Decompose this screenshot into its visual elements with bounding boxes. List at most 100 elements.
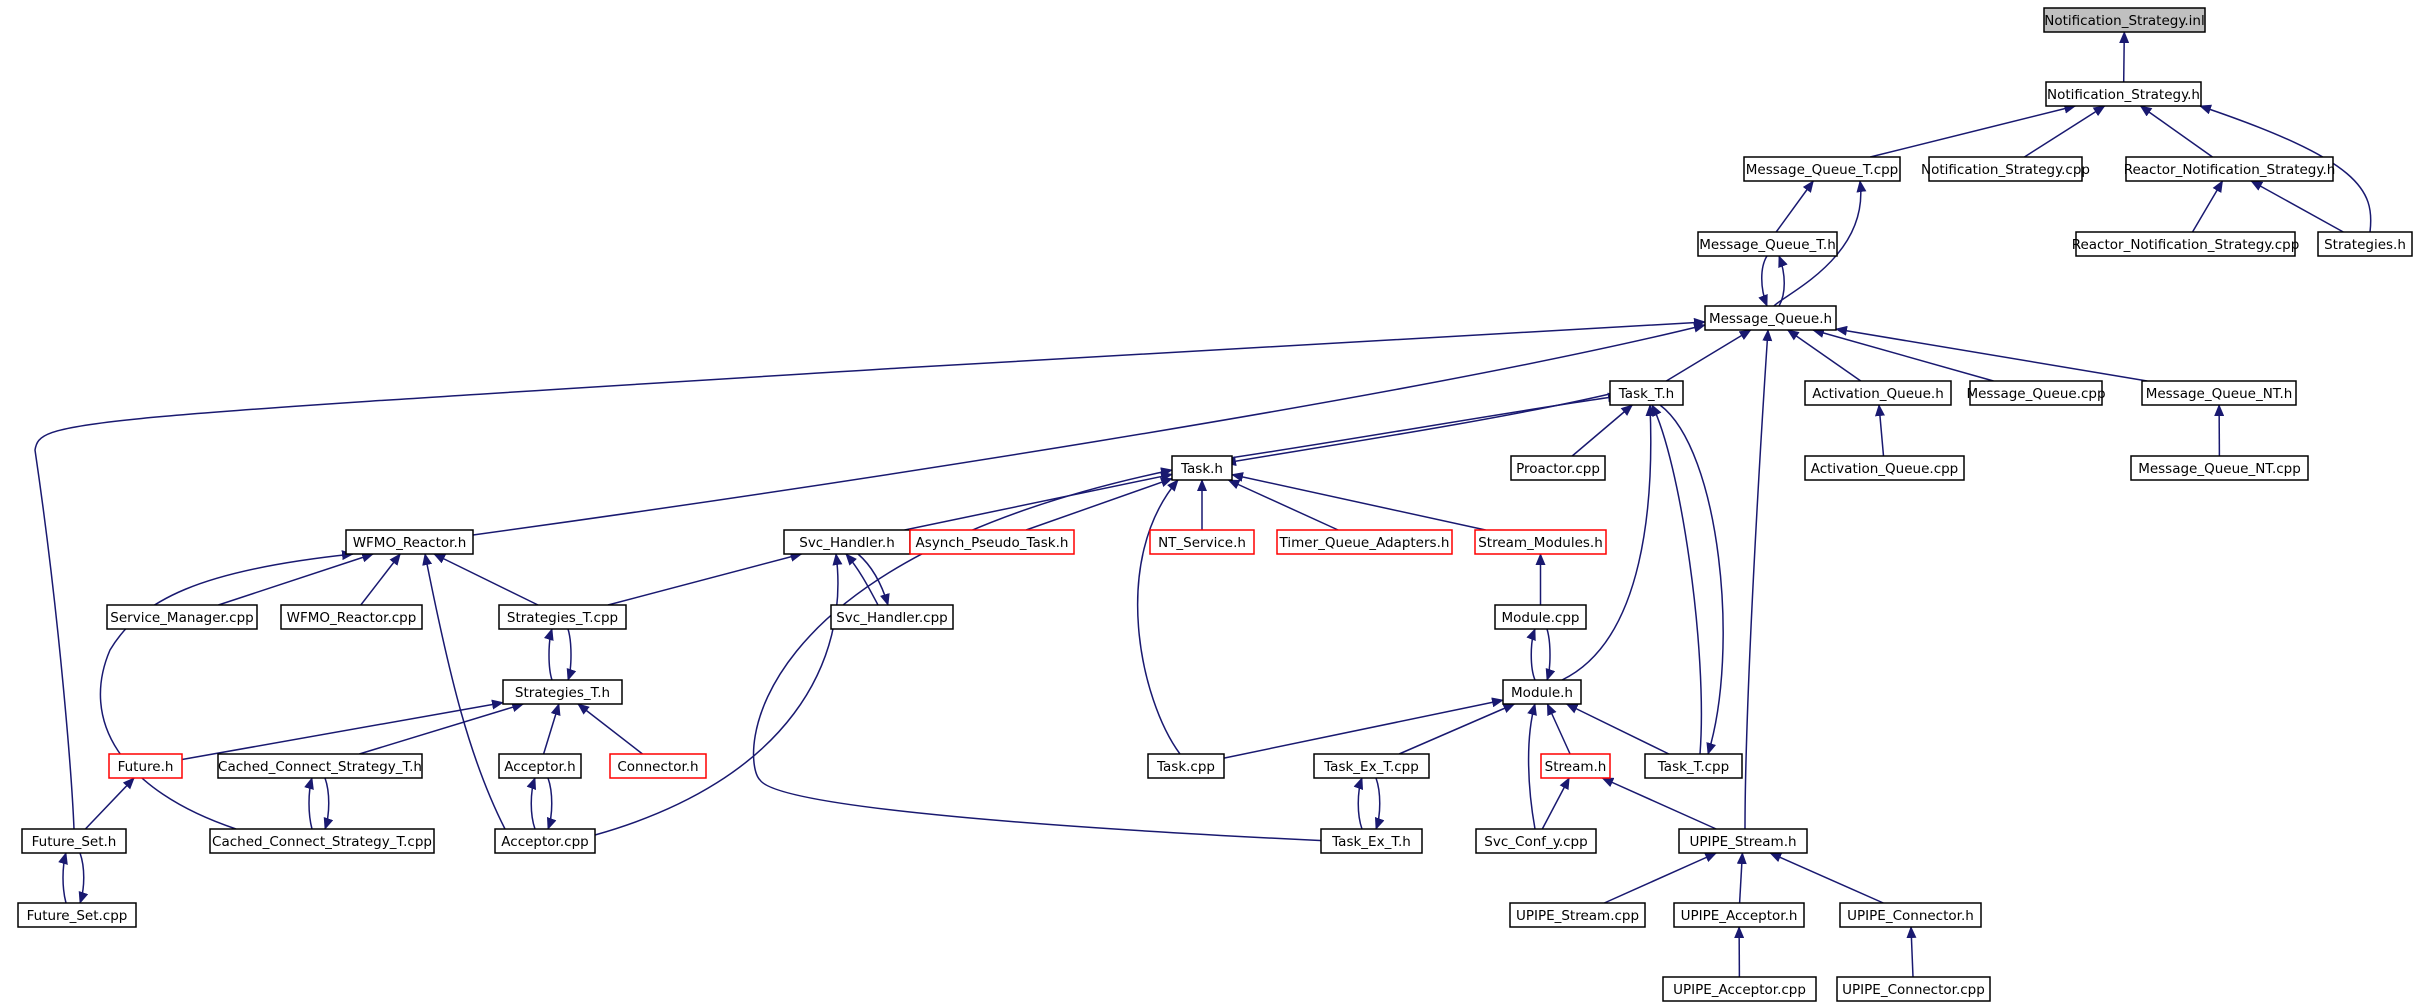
- graph-node[interactable]: Svc_Conf_y.cpp: [1475, 828, 1597, 854]
- node-box: [21, 828, 127, 854]
- node-box: [2141, 380, 2297, 406]
- node-label: Service_Manager.cpp: [110, 610, 253, 626]
- node-label: Message_Queue.cpp: [1966, 386, 2105, 402]
- edge-n45-to-n43: [1603, 852, 1718, 904]
- graph-node[interactable]: Message_Queue.h: [1704, 305, 1837, 331]
- node-label: Task_T.h: [1618, 386, 1674, 402]
- graph-node[interactable]: UPIPE_Stream.h: [1678, 828, 1808, 854]
- node-label: Notification_Strategy.cpp: [1921, 162, 2090, 178]
- node-label: NT_Service.h: [1158, 535, 1246, 551]
- node-label: UPIPE_Stream.h: [1689, 834, 1796, 850]
- node-box: [1494, 604, 1587, 630]
- edge-n44-to-n38: [58, 852, 68, 904]
- graph-node[interactable]: Strategies_T.cpp: [498, 604, 627, 630]
- graph-node[interactable]: Asynch_Pseudo_Task.h: [909, 529, 1075, 555]
- graph-node[interactable]: Task.cpp: [1147, 753, 1225, 779]
- edge-n18-to-n26: [857, 553, 890, 606]
- graph-node[interactable]: Notification_Strategy.inl: [2043, 7, 2206, 33]
- graph-node[interactable]: Acceptor.h: [498, 753, 582, 779]
- graph-node[interactable]: NT_Service.h: [1149, 529, 1255, 555]
- graph-node[interactable]: UPIPE_Acceptor.h: [1673, 902, 1805, 928]
- graph-node[interactable]: Timer_Queue_Adapters.h: [1276, 529, 1453, 555]
- node-label: Notification_Strategy.h: [2047, 87, 2200, 103]
- graph-node[interactable]: Task_T.h: [1609, 380, 1684, 406]
- edge-n34-to-n29: [1223, 697, 1504, 759]
- graph-node[interactable]: Cached_Connect_Strategy_T.h: [217, 753, 423, 779]
- node-label: Cached_Connect_Strategy_T.cpp: [212, 834, 432, 850]
- edge-n12-to-n8: [1835, 325, 2148, 382]
- edge-n38-to-n30: [84, 777, 135, 830]
- graph-node[interactable]: Message_Queue_T.h: [1697, 231, 1838, 257]
- graph-node[interactable]: Reactor_Notification_Strategy.cpp: [2072, 231, 2300, 257]
- node-label: UPIPE_Acceptor.cpp: [1673, 982, 1806, 998]
- graph-node[interactable]: Module.h: [1502, 679, 1582, 705]
- edge-n19-to-n16: [1025, 477, 1173, 531]
- graph-node[interactable]: Svc_Handler.h: [783, 529, 911, 555]
- graph-node[interactable]: UPIPE_Stream.cpp: [1509, 902, 1646, 928]
- graph-node[interactable]: Stream_Modules.h: [1474, 529, 1607, 555]
- node-box: [502, 679, 623, 705]
- graph-node[interactable]: WFMO_Reactor.h: [345, 529, 474, 555]
- graph-node[interactable]: Future_Set.cpp: [17, 902, 137, 928]
- edge-n28-to-n25: [543, 628, 554, 681]
- node-label: Stream_Modules.h: [1478, 535, 1603, 551]
- graph-node[interactable]: Service_Manager.cpp: [106, 604, 258, 630]
- graph-node[interactable]: WFMO_Reactor.cpp: [280, 604, 423, 630]
- edge-n10-to-n8: [1786, 329, 1862, 382]
- graph-node[interactable]: Task.h: [1171, 455, 1233, 481]
- edge-n9-to-n37: [1659, 404, 1724, 755]
- graph-node[interactable]: Reactor_Notification_Strategy.h: [2124, 156, 2336, 182]
- edge-n29-to-n9: [1561, 404, 1656, 681]
- edge-n9-to-n8: [1665, 329, 1752, 382]
- graph-node[interactable]: Cached_Connect_Strategy_T.cpp: [209, 828, 435, 854]
- node-label: Cached_Connect_Strategy_T.h: [218, 759, 422, 775]
- node-box: [217, 753, 423, 779]
- graph-node[interactable]: Future_Set.h: [21, 828, 127, 854]
- graph-node[interactable]: Message_Queue_NT.h: [2141, 380, 2297, 406]
- graph-node[interactable]: Proactor.cpp: [1510, 455, 1606, 481]
- graph-node[interactable]: Notification_Strategy.cpp: [1921, 156, 2090, 182]
- edge-n13-to-n9: [1571, 404, 1634, 457]
- graph-node[interactable]: Activation_Queue.h: [1804, 380, 1952, 406]
- node-box: [1704, 305, 1837, 331]
- edge-n39-to-n31: [304, 777, 314, 830]
- node-box: [783, 529, 911, 555]
- edge-n41-to-n35: [1353, 777, 1364, 830]
- node-box: [830, 604, 954, 630]
- graph-node[interactable]: Connector.h: [609, 753, 707, 779]
- graph-node[interactable]: Message_Queue_T.cpp: [1743, 156, 1901, 182]
- node-box: [2075, 231, 2296, 257]
- graph-node[interactable]: Module.cpp: [1494, 604, 1587, 630]
- graph-node[interactable]: Task_Ex_T.cpp: [1313, 753, 1430, 779]
- graph-node[interactable]: Task_Ex_T.h: [1320, 828, 1423, 854]
- graph-node[interactable]: Task_T.cpp: [1644, 753, 1743, 779]
- graph-node[interactable]: Svc_Handler.cpp: [830, 604, 954, 630]
- graph-node[interactable]: UPIPE_Acceptor.cpp: [1662, 976, 1817, 1002]
- node-box: [108, 753, 183, 779]
- node-label: Strategies.h: [2324, 237, 2406, 253]
- edge-n21-to-n16: [1227, 479, 1339, 531]
- node-label: Future.h: [118, 759, 174, 775]
- graph-node[interactable]: Message_Queue_NT.cpp: [2130, 455, 2309, 481]
- graph-node[interactable]: Future.h: [108, 753, 183, 779]
- edge-n22-to-n16: [1231, 472, 1486, 531]
- node-box: [1673, 902, 1805, 928]
- graph-node[interactable]: Notification_Strategy.h: [2045, 81, 2202, 107]
- edge-n46-to-n43: [1736, 852, 1747, 904]
- graph-node[interactable]: UPIPE_Connector.h: [1839, 902, 1982, 928]
- graph-node[interactable]: Strategies_T.h: [502, 679, 623, 705]
- graph-node[interactable]: Stream.h: [1540, 753, 1611, 779]
- node-label: Task_T.cpp: [1657, 759, 1729, 775]
- edge-n42-to-n29: [1527, 703, 1537, 830]
- edge-n42-to-n36: [1541, 777, 1570, 830]
- edge-n1-to-n0: [2119, 31, 2130, 83]
- graph-node[interactable]: Activation_Queue.cpp: [1804, 455, 1965, 481]
- graph-node[interactable]: UPIPE_Connector.cpp: [1836, 976, 1991, 1002]
- edge-n39-to-n17: [99, 550, 354, 830]
- edge-n37-to-n9: [1651, 404, 1703, 755]
- node-box: [1475, 828, 1597, 854]
- graph-node[interactable]: Message_Queue.cpp: [1966, 380, 2106, 406]
- graph-node[interactable]: Strategies.h: [2317, 231, 2413, 257]
- node-box: [1804, 455, 1965, 481]
- graph-node[interactable]: Acceptor.cpp: [494, 828, 596, 854]
